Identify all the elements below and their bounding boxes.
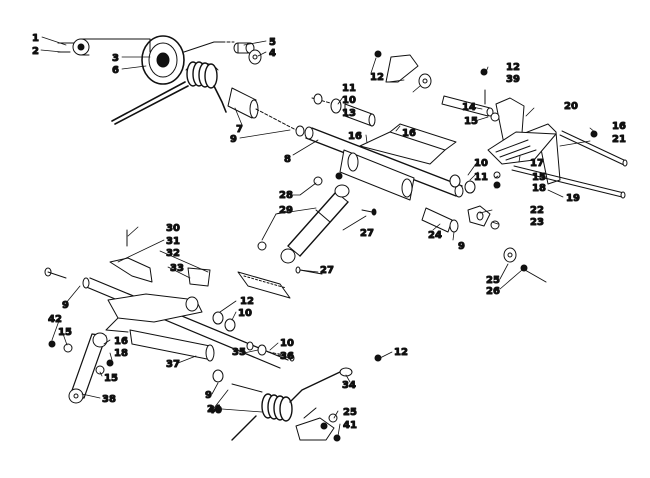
- callout-25b: 25: [343, 407, 357, 418]
- washer-bolt-right: [503, 247, 547, 283]
- callout-25a: 25: [486, 275, 500, 286]
- callout-16a: 16: [348, 131, 362, 142]
- callout-33: 33: [170, 263, 184, 274]
- callout-12c: 12: [240, 296, 254, 307]
- callout-40: 40: [208, 405, 222, 416]
- callout-27a: 27: [360, 228, 374, 239]
- callout-11a: 11: [342, 83, 356, 94]
- callout-31: 31: [166, 236, 180, 247]
- callout-37: 37: [166, 359, 180, 370]
- shock-absorber: [237, 172, 377, 299]
- callout-3: 3: [112, 53, 119, 64]
- callout-18a: 18: [532, 183, 546, 194]
- callout-16c: 16: [612, 121, 626, 132]
- callout-13: 13: [342, 108, 356, 119]
- callout-12b: 12: [506, 62, 520, 73]
- callout-20: 20: [564, 101, 578, 112]
- callout-9d: 9: [205, 390, 212, 401]
- callout-4: 4: [269, 48, 276, 59]
- callout-23: 23: [530, 217, 544, 228]
- callout-8: 8: [284, 154, 291, 165]
- lower-torsion-spring: [231, 354, 382, 442]
- callout-12d: 12: [394, 347, 408, 358]
- main-cross-shaft: [295, 123, 464, 201]
- callout-9a: 9: [230, 134, 237, 145]
- callout-5: 5: [269, 37, 276, 48]
- callout-14: 14: [462, 102, 476, 113]
- callout-22: 22: [530, 205, 544, 216]
- callout-30: 30: [166, 223, 180, 234]
- callout-9c: 9: [62, 300, 69, 311]
- callout-41: 41: [343, 420, 357, 431]
- callout-7: 7: [236, 124, 243, 135]
- lower-left-brackets: [109, 229, 211, 312]
- lower-middle-hardware: [212, 311, 295, 393]
- rear-cross-shaft: [44, 267, 289, 369]
- callout-24a: 24: [428, 230, 442, 241]
- upper-torsion-spring: [111, 61, 297, 131]
- right-frame-bracket: [487, 97, 628, 199]
- callout-10c: 10: [238, 308, 252, 319]
- callout-15d: 15: [104, 373, 118, 384]
- upper-right-bushings: [311, 50, 494, 127]
- callout-34: 34: [342, 380, 356, 391]
- callout-26: 26: [486, 286, 500, 297]
- callout-39: 39: [506, 74, 520, 85]
- callout-35: 35: [232, 347, 246, 358]
- callout-21: 21: [612, 134, 626, 145]
- callout-38: 38: [102, 394, 116, 405]
- callout-6: 6: [112, 65, 119, 76]
- callout-10a: 10: [342, 95, 356, 106]
- callout-29: 29: [279, 205, 293, 216]
- callout-19: 19: [566, 193, 580, 204]
- callout-9b: 9: [458, 241, 465, 252]
- callout-15a: 15: [464, 116, 478, 127]
- callout-labels: 1 2 3 4 5 6 7 8 9 9 9 9 10 10 10 10 11 1…: [32, 33, 627, 432]
- callout-2: 2: [32, 46, 39, 57]
- callout-10d: 10: [280, 338, 294, 349]
- callout-27b: 27: [320, 265, 334, 276]
- callout-15b: 15: [532, 172, 546, 183]
- callout-36: 36: [280, 351, 294, 362]
- left-lever: [48, 332, 114, 404]
- callout-12a: 12: [370, 72, 384, 83]
- callout-42: 42: [48, 314, 62, 325]
- callout-24b: 24: [207, 404, 221, 415]
- callout-1: 1: [32, 33, 39, 44]
- callout-11b: 11: [474, 172, 488, 183]
- idler-wheel-assembly: [57, 35, 262, 85]
- callout-16d: 16: [114, 336, 128, 347]
- callout-10b: 10: [474, 158, 488, 169]
- callout-17: 17: [530, 158, 544, 169]
- callout-15c: 15: [58, 327, 72, 338]
- callout-28: 28: [279, 190, 293, 201]
- callout-32: 32: [166, 248, 180, 259]
- shaft-end-parts: [421, 174, 500, 233]
- leader-lines: [40, 36, 597, 437]
- callout-18b: 18: [114, 348, 128, 359]
- callout-16b: 16: [402, 128, 416, 139]
